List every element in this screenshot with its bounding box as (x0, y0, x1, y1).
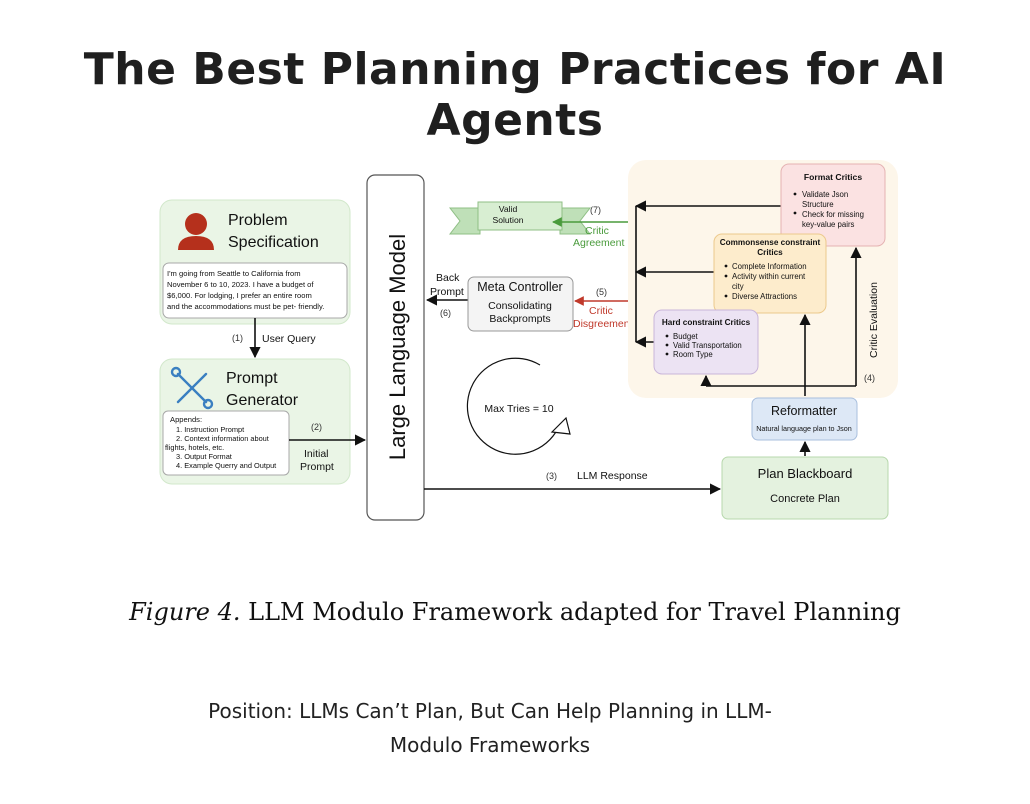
tools-icon (170, 366, 214, 410)
commonsense-critics-item-4: Diverse Attractions (732, 292, 797, 301)
large-language-model-box: Large Language Model (366, 174, 425, 521)
reformatter-title: Reformatter (771, 404, 837, 418)
commonsense-critics-title-2: Critics (757, 248, 783, 257)
step-1-label: (1) (232, 333, 243, 343)
meta-controller-title: Meta Controller (477, 280, 562, 294)
page-title: The Best Planning Practices for AI Agent… (83, 44, 947, 146)
format-critics-box: Format Critics Validate Json Structure C… (780, 163, 886, 247)
meta-controller-line-2: Backprompts (489, 313, 550, 325)
user-query-label: User Query (262, 333, 316, 345)
critic-evaluation-label: Critic Evaluation (868, 282, 880, 358)
plan-blackboard-title: Plan Blackboard (758, 466, 853, 481)
figure-caption-text: LLM Modulo Framework adapted for Travel … (240, 598, 901, 626)
critic-agreement-label-1: Critic (585, 225, 609, 237)
hard-critics-box: Hard constraint Critics Budget Valid Tra… (653, 309, 759, 375)
step-5-label: (5) (596, 287, 607, 297)
critic-disagreement-label-2: Disgreement (573, 318, 633, 330)
step-4-label: (4) (864, 373, 875, 383)
valid-solution-label-2: Solution (492, 215, 523, 225)
back-prompt-label-1: Back (436, 272, 460, 284)
appends-title: Appends: (170, 415, 202, 424)
valid-solution-banner: Valid Solution (448, 201, 592, 235)
user-query-line-1: I'm going from Seattle to California fro… (167, 269, 301, 278)
prompt-generator-box: Prompt Generator Appends: 1. Instruction… (159, 358, 351, 485)
meta-controller-box: Meta Controller Consolidating Backprompt… (467, 276, 574, 332)
appends-line-2: 2. Context information about (176, 434, 269, 443)
appends-line-5: 4. Example Querry and Output (176, 461, 276, 470)
initial-prompt-label-1: Initial (304, 448, 329, 460)
format-critics-item-4: key-value pairs (802, 220, 855, 229)
figure-caption: Figure 4. LLM Modulo Framework adapted f… (0, 598, 1030, 626)
source-line-2: Modulo Frameworks (389, 733, 591, 757)
commonsense-critics-item-2: Activity within current (732, 272, 806, 281)
reformatter-box: Reformatter Natural language plan to Jso… (751, 397, 858, 441)
step-3-label: (3) (546, 471, 557, 481)
appends-line-4: 3. Output Format (176, 452, 232, 461)
plan-blackboard-subtitle: Concrete Plan (770, 493, 840, 505)
commonsense-critics-item-3: city (732, 282, 744, 291)
format-critics-item-3: Check for missing (802, 210, 864, 219)
hard-critics-title: Hard constraint Critics (662, 318, 751, 327)
valid-solution-label-1: Valid (499, 204, 518, 214)
commonsense-critics-box: Commonsense constraint Critics Complete … (713, 233, 827, 314)
appends-line-3: flights, hotels, etc. (165, 443, 224, 452)
problem-specification-box: Problem Specification I'm going from Sea… (159, 199, 351, 325)
appends-box (162, 410, 290, 476)
commonsense-critics-title-1: Commonsense constraint (720, 238, 821, 247)
step-6-label: (6) (440, 308, 451, 318)
user-query-line-4: and the accommodations must be pet- frie… (167, 302, 324, 311)
step-2-label: (2) (311, 422, 322, 432)
large-language-model-label: Large Language Model (385, 234, 410, 460)
prompt-generator-title-1: Prompt (226, 370, 278, 387)
commonsense-critics-item-1: Complete Information (732, 262, 807, 271)
source-line-1: Position: LLMs Can’t Plan, But Can Help … (208, 699, 772, 723)
figure-number: Figure 4. (129, 598, 241, 626)
meta-controller-line-1: Consolidating (488, 300, 552, 312)
plan-blackboard-box: Plan Blackboard Concrete Plan (721, 456, 889, 520)
person-icon (178, 213, 214, 250)
initial-prompt-label-2: Prompt (300, 461, 334, 473)
hard-critics-item-2: Valid Transportation (673, 341, 742, 350)
format-critics-title: Format Critics (804, 172, 862, 182)
problem-specification-title-2: Specification (228, 234, 319, 251)
llm-modulo-diagram: Problem Specification I'm going from Sea… (159, 160, 898, 521)
back-prompt-label-2: Prompt (430, 286, 464, 298)
hard-critics-item-1: Budget (673, 332, 699, 341)
appends-line-1: 1. Instruction Prompt (176, 425, 244, 434)
source-citation: Position: LLMs Can’t Plan, But Can Help … (160, 694, 820, 762)
critic-disagreement-label-1: Critic (589, 305, 613, 317)
reformatter-subtitle: Natural language plan to Json (756, 424, 852, 433)
format-critics-item-1: Validate Json (802, 190, 848, 199)
llm-response-label: LLM Response (577, 470, 648, 482)
problem-specification-title-1: Problem (228, 212, 288, 229)
user-query-line-2: November 6 to 10, 2023. I have a budget … (167, 280, 314, 289)
format-critics-item-2: Structure (802, 200, 834, 209)
user-query-line-3: $6,000. For lodging, I prefer an entire … (167, 291, 312, 300)
critic-agreement-label-2: Agreement (573, 237, 624, 249)
hard-critics-item-3: Room Type (673, 350, 713, 359)
step-7-label: (7) (590, 205, 601, 215)
max-tries-label: Max Tries = 10 (484, 403, 553, 415)
prompt-generator-title-2: Generator (226, 392, 299, 409)
max-tries-loop: Max Tries = 10 (466, 357, 571, 455)
